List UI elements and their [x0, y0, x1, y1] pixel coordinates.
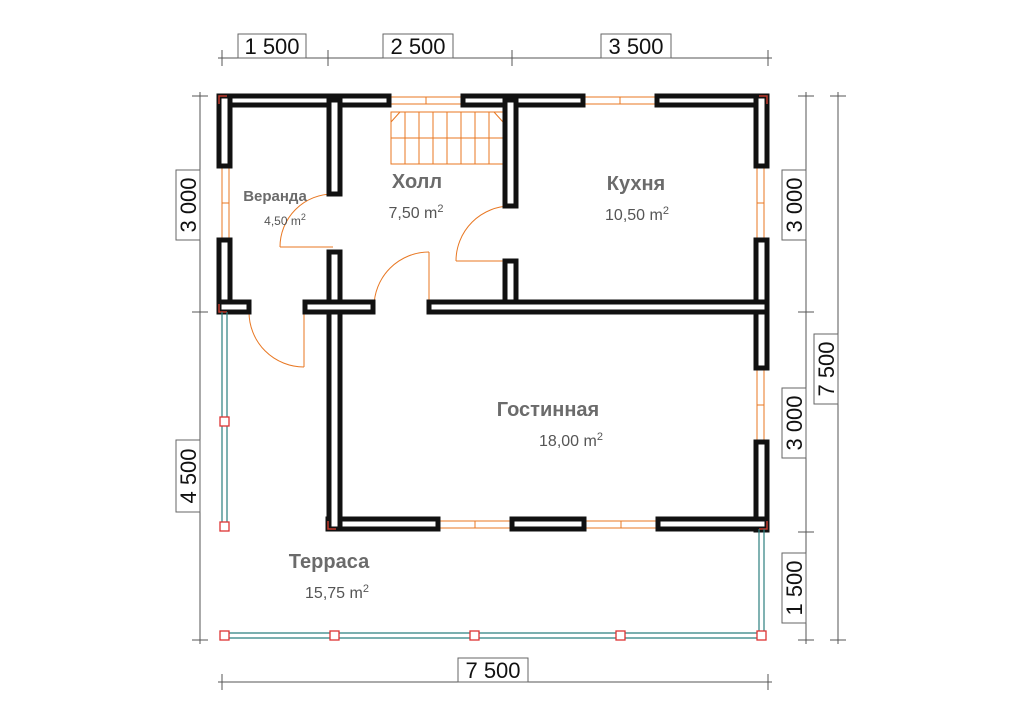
dim-right-middle: 3 000 — [782, 395, 807, 450]
dimension-left: 3 000 4 500 — [175, 92, 208, 644]
dimension-top: 1 500 2 500 3 500 — [218, 33, 772, 66]
room-name-kitchen: Кухня — [607, 173, 665, 195]
dim-bottom: 7 500 — [465, 658, 520, 683]
dim-left-lower: 4 500 — [176, 448, 201, 503]
room-area-living: 18,00 m2 — [539, 431, 603, 450]
dim-right-upper: 3 000 — [782, 177, 807, 232]
dim-top-1: 1 500 — [244, 34, 299, 59]
room-terrace: Терраса 15,75 m2 — [289, 551, 370, 602]
room-area-veranda: 4,50 m2 — [264, 212, 306, 228]
room-area-hall: 7,50 m2 — [388, 203, 443, 222]
terrace-railing — [221, 312, 765, 639]
dim-right-total: 7 500 — [814, 341, 839, 396]
room-hall: Холл 7,50 m2 — [388, 171, 443, 222]
corner-markers — [218, 95, 768, 530]
terrace-posts — [219, 416, 767, 641]
room-name-hall: Холл — [392, 171, 442, 193]
dim-left-upper: 3 000 — [176, 177, 201, 232]
room-area-terrace: 15,75 m2 — [305, 583, 369, 602]
dimension-bottom: 7 500 — [218, 657, 772, 690]
doors — [248, 193, 512, 368]
dim-top-2: 2 500 — [390, 34, 445, 59]
room-veranda: Веранда 4,50 m2 — [243, 188, 307, 228]
room-area-kitchen: 10,50 m2 — [605, 205, 669, 224]
room-name-terrace: Терраса — [289, 551, 370, 573]
dimension-right: 3 000 3 000 1 500 — [781, 92, 814, 644]
dimension-right-total: 7 500 — [813, 92, 846, 644]
room-living: Гостинная 18,00 m2 — [497, 399, 603, 450]
room-name-living: Гостинная — [497, 399, 599, 421]
dim-right-lower: 1 500 — [782, 560, 807, 615]
staircase — [390, 111, 504, 165]
dim-top-3: 3 500 — [608, 34, 663, 59]
room-name-veranda: Веранда — [243, 188, 307, 205]
room-kitchen: Кухня 10,50 m2 — [605, 173, 669, 224]
